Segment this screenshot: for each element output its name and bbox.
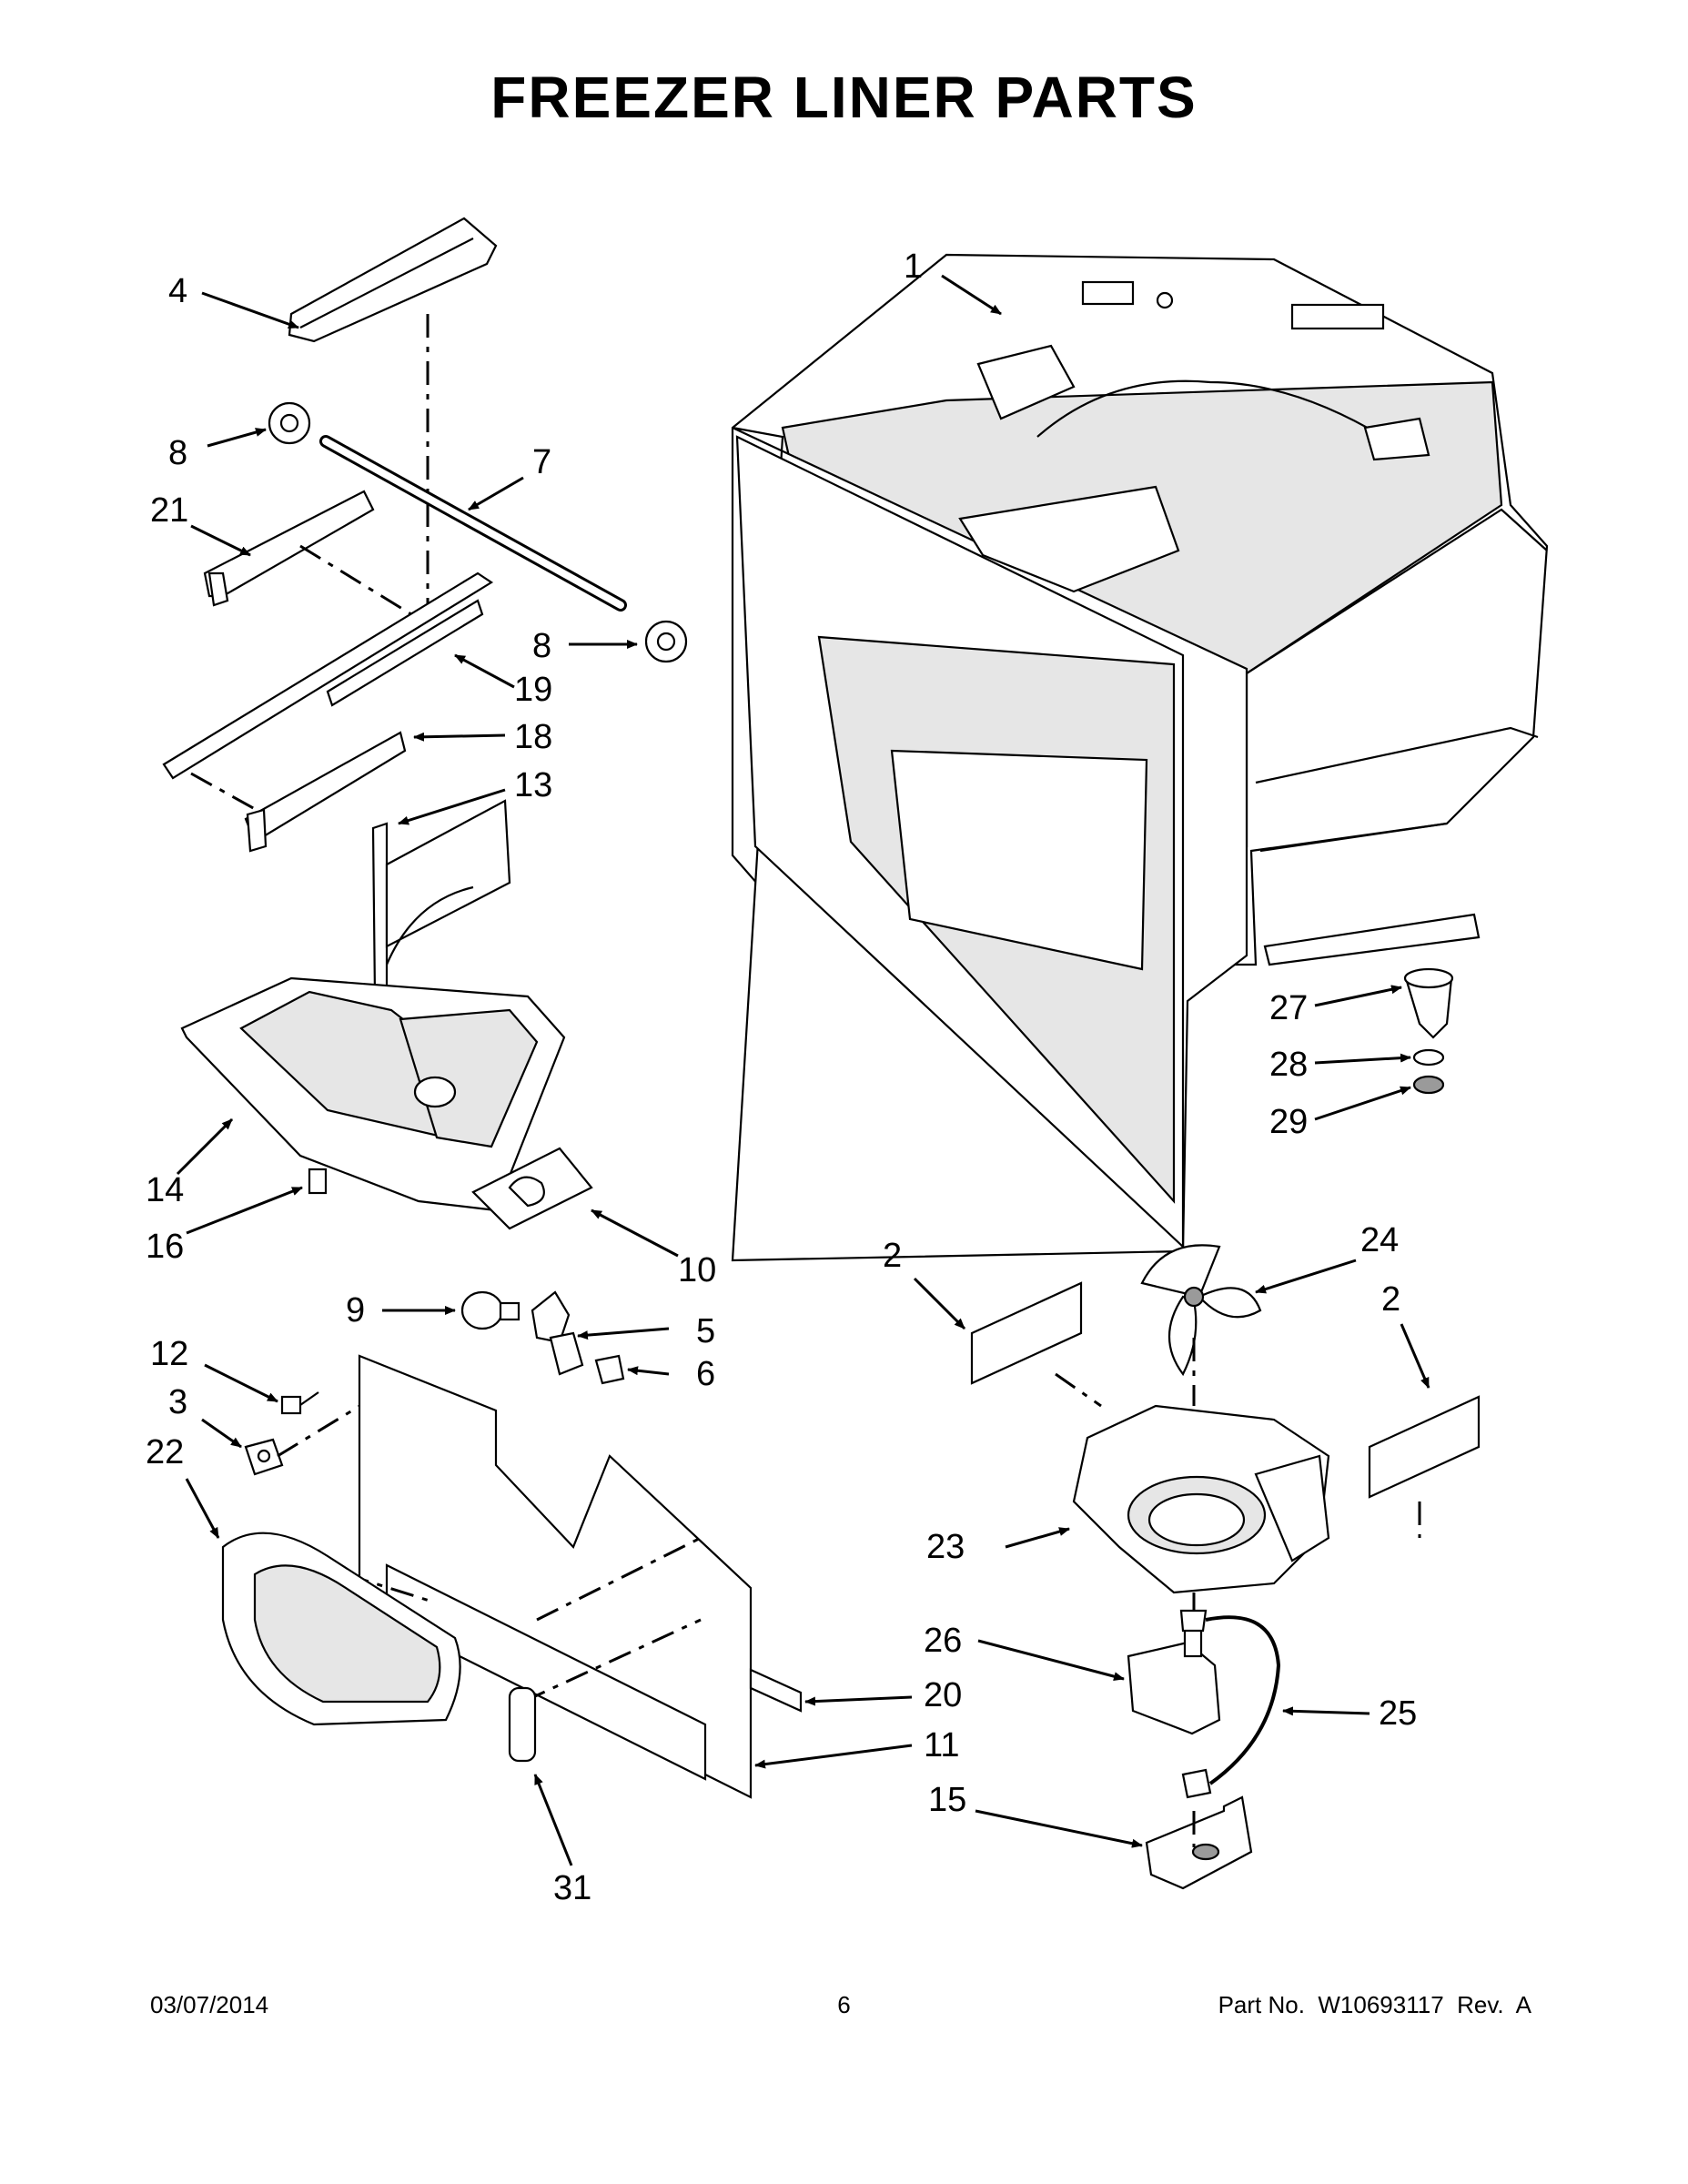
- part-19-slide: [162, 571, 494, 780]
- callout-24: 24: [1360, 1221, 1399, 1259]
- callout-31: 31: [553, 1869, 591, 1907]
- part-18-slide-rail: [244, 731, 407, 853]
- part-2-pad-right: [1368, 1395, 1481, 1499]
- part-31-clip: [508, 1686, 537, 1763]
- part-14-housing: [180, 976, 566, 1212]
- part-23-fan-shroud: [1072, 1404, 1330, 1594]
- part-29-washer: [1412, 1075, 1445, 1095]
- part-8-gear-right: [644, 620, 688, 663]
- part-1-freezer-liner: [731, 253, 1549, 1262]
- part-22-grille: [221, 1532, 461, 1726]
- callout-11: 11: [924, 1726, 959, 1764]
- callout-13: 13: [514, 766, 552, 804]
- callout-23: 23: [926, 1528, 965, 1566]
- page-title: FREEZER LINER PARTS: [490, 65, 1198, 130]
- callout-5: 5: [696, 1312, 715, 1350]
- leader-lines: [176, 274, 1430, 1866]
- callout-26: 26: [924, 1622, 962, 1660]
- callout-29: 29: [1269, 1103, 1308, 1141]
- callout-18: 18: [514, 718, 552, 756]
- part-13-bracket: [371, 799, 511, 998]
- part-20-strip: [749, 1668, 803, 1713]
- callout-12: 12: [150, 1335, 188, 1373]
- part-15-motor-bracket: [1145, 1795, 1253, 1890]
- footer-page-number: 6: [837, 1991, 851, 2018]
- callout-10: 10: [678, 1251, 716, 1289]
- dash-line: [1055, 1372, 1102, 1408]
- dash-line: [299, 544, 419, 621]
- callout-labels: 4 1 8 7 21 8 19 18 13 27 28 29 14 16 10 …: [146, 248, 1417, 1907]
- part-27-drain-trough: [1403, 967, 1454, 1039]
- footer-part-number: Part No. W10693117 Rev. A: [1218, 1991, 1531, 2018]
- callout-21: 21: [150, 491, 188, 530]
- part-26-motor: [1127, 1609, 1221, 1735]
- footer-date: 03/07/2014: [150, 1991, 269, 2018]
- dash-line: [190, 772, 274, 821]
- callout-28: 28: [1269, 1046, 1308, 1084]
- callout-20: 20: [924, 1676, 962, 1714]
- part-3-bracket: [244, 1438, 284, 1476]
- part-24-fan-blade: [1140, 1244, 1262, 1377]
- callout-27: 27: [1269, 989, 1308, 1027]
- dash-line: [522, 1618, 702, 1704]
- part-25-wire-harness: [1181, 1615, 1281, 1799]
- callout-15: 15: [928, 1781, 966, 1819]
- part-6-lamp-clip: [594, 1354, 625, 1385]
- callout-1: 1: [904, 248, 923, 286]
- callout-8-top: 8: [168, 434, 187, 472]
- callout-2-left: 2: [883, 1237, 902, 1275]
- callout-25: 25: [1379, 1694, 1417, 1733]
- part-5-lamp-socket: [531, 1290, 584, 1376]
- callout-14: 14: [146, 1171, 184, 1209]
- callout-2-right: 2: [1381, 1280, 1400, 1319]
- part-12-screw: [280, 1391, 319, 1415]
- part-9-lamp-bulb: [460, 1290, 521, 1330]
- part-11-panel: [358, 1354, 753, 1799]
- callout-22: 22: [146, 1433, 184, 1471]
- callout-6: 6: [696, 1355, 715, 1393]
- callout-9: 9: [346, 1291, 365, 1330]
- part-28-ring: [1412, 1048, 1445, 1067]
- part-4-rail: [288, 217, 498, 343]
- part-16-clip: [308, 1168, 328, 1195]
- part-21-bracket: [203, 490, 375, 607]
- part-10-gasket-sheet: [471, 1147, 593, 1230]
- part-8-gear-top: [268, 401, 311, 445]
- callout-19: 19: [514, 671, 552, 709]
- part-2-pad-left: [970, 1281, 1083, 1385]
- dash-line: [536, 1536, 702, 1622]
- callout-16: 16: [146, 1228, 184, 1266]
- callout-3: 3: [168, 1383, 187, 1421]
- callout-8-right: 8: [532, 627, 551, 665]
- part-7-shaft: [319, 435, 627, 612]
- callout-4: 4: [168, 272, 187, 310]
- callout-7: 7: [532, 443, 551, 481]
